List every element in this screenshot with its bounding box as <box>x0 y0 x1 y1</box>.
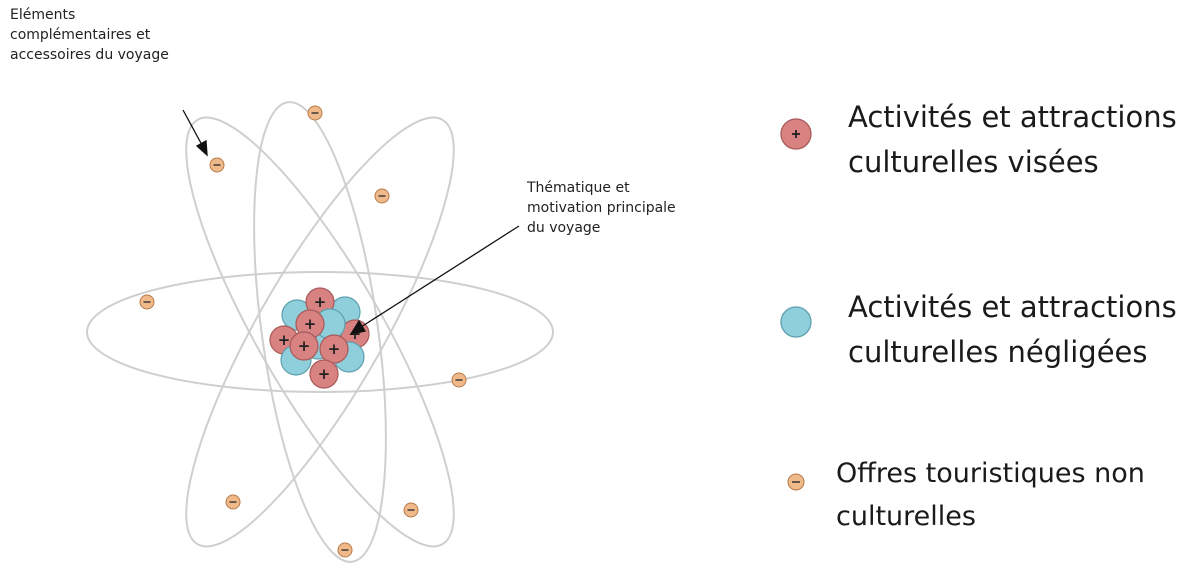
annotation-line: Eléments <box>10 7 76 23</box>
orbit-horizontal <box>86 271 554 393</box>
plus-sign: + <box>318 365 331 383</box>
annotation-line: complémentaires et <box>10 27 151 43</box>
legend-label-offres: Offres touristiques non culturelles <box>836 452 1145 538</box>
plus-sign: + <box>314 293 327 311</box>
legend-line: Activités et attractions <box>848 290 1177 324</box>
annotation-outer-elements: Eléments complémentaires et accessoires … <box>10 5 169 65</box>
legend-line: culturelles <box>836 501 976 532</box>
legend-line: Activités et attractions <box>848 100 1177 134</box>
electron <box>209 157 225 173</box>
orbits <box>86 101 554 563</box>
electrons <box>139 105 467 558</box>
annotation-line: motivation principale <box>527 200 676 216</box>
annotation-arrows <box>182 109 520 335</box>
plus-particle-icon <box>780 118 812 150</box>
annotation-line: du voyage <box>527 220 601 236</box>
orbit-diagonal-a <box>185 116 455 548</box>
legend-label-visees: Activités et attractions culturelles vis… <box>848 95 1177 185</box>
electron <box>225 494 241 510</box>
plus-sign: + <box>298 337 311 355</box>
electron <box>451 372 467 388</box>
arrow-core <box>360 225 520 328</box>
minus-particle-icon <box>787 473 805 491</box>
nucleus <box>269 287 370 389</box>
electron <box>307 105 323 121</box>
orbit-diagonal-b <box>185 116 455 548</box>
plus-sign: + <box>304 315 317 333</box>
nucleus-plus-signs: + + + + + + + <box>278 293 362 383</box>
plus-sign: + <box>278 331 291 349</box>
plus-sign: + <box>328 340 341 358</box>
arrow-core-head <box>349 319 367 335</box>
annotation-line: Thématique et <box>527 180 630 196</box>
annotation-core-theme: Thématique et motivation principale du v… <box>527 178 676 238</box>
electron <box>403 502 419 518</box>
legend-line: culturelles visées <box>848 145 1099 179</box>
electron <box>374 188 390 204</box>
plain-particle-icon <box>780 306 812 338</box>
arrow-outer <box>182 109 203 146</box>
electron <box>337 542 353 558</box>
legend-label-negligees: Activités et attractions culturelles nég… <box>848 285 1177 375</box>
nucleus-visee <box>289 331 319 361</box>
annotation-line: accessoires du voyage <box>10 47 169 63</box>
legend-line: culturelles négligées <box>848 335 1148 369</box>
nucleus-visee <box>309 359 339 389</box>
arrow-outer-head <box>195 139 208 157</box>
legend-line: Offres touristiques non <box>836 458 1145 489</box>
electron <box>139 294 155 310</box>
nucleus-visee <box>319 334 349 364</box>
legend-icons <box>780 118 812 491</box>
orbit-vertical <box>253 101 387 563</box>
